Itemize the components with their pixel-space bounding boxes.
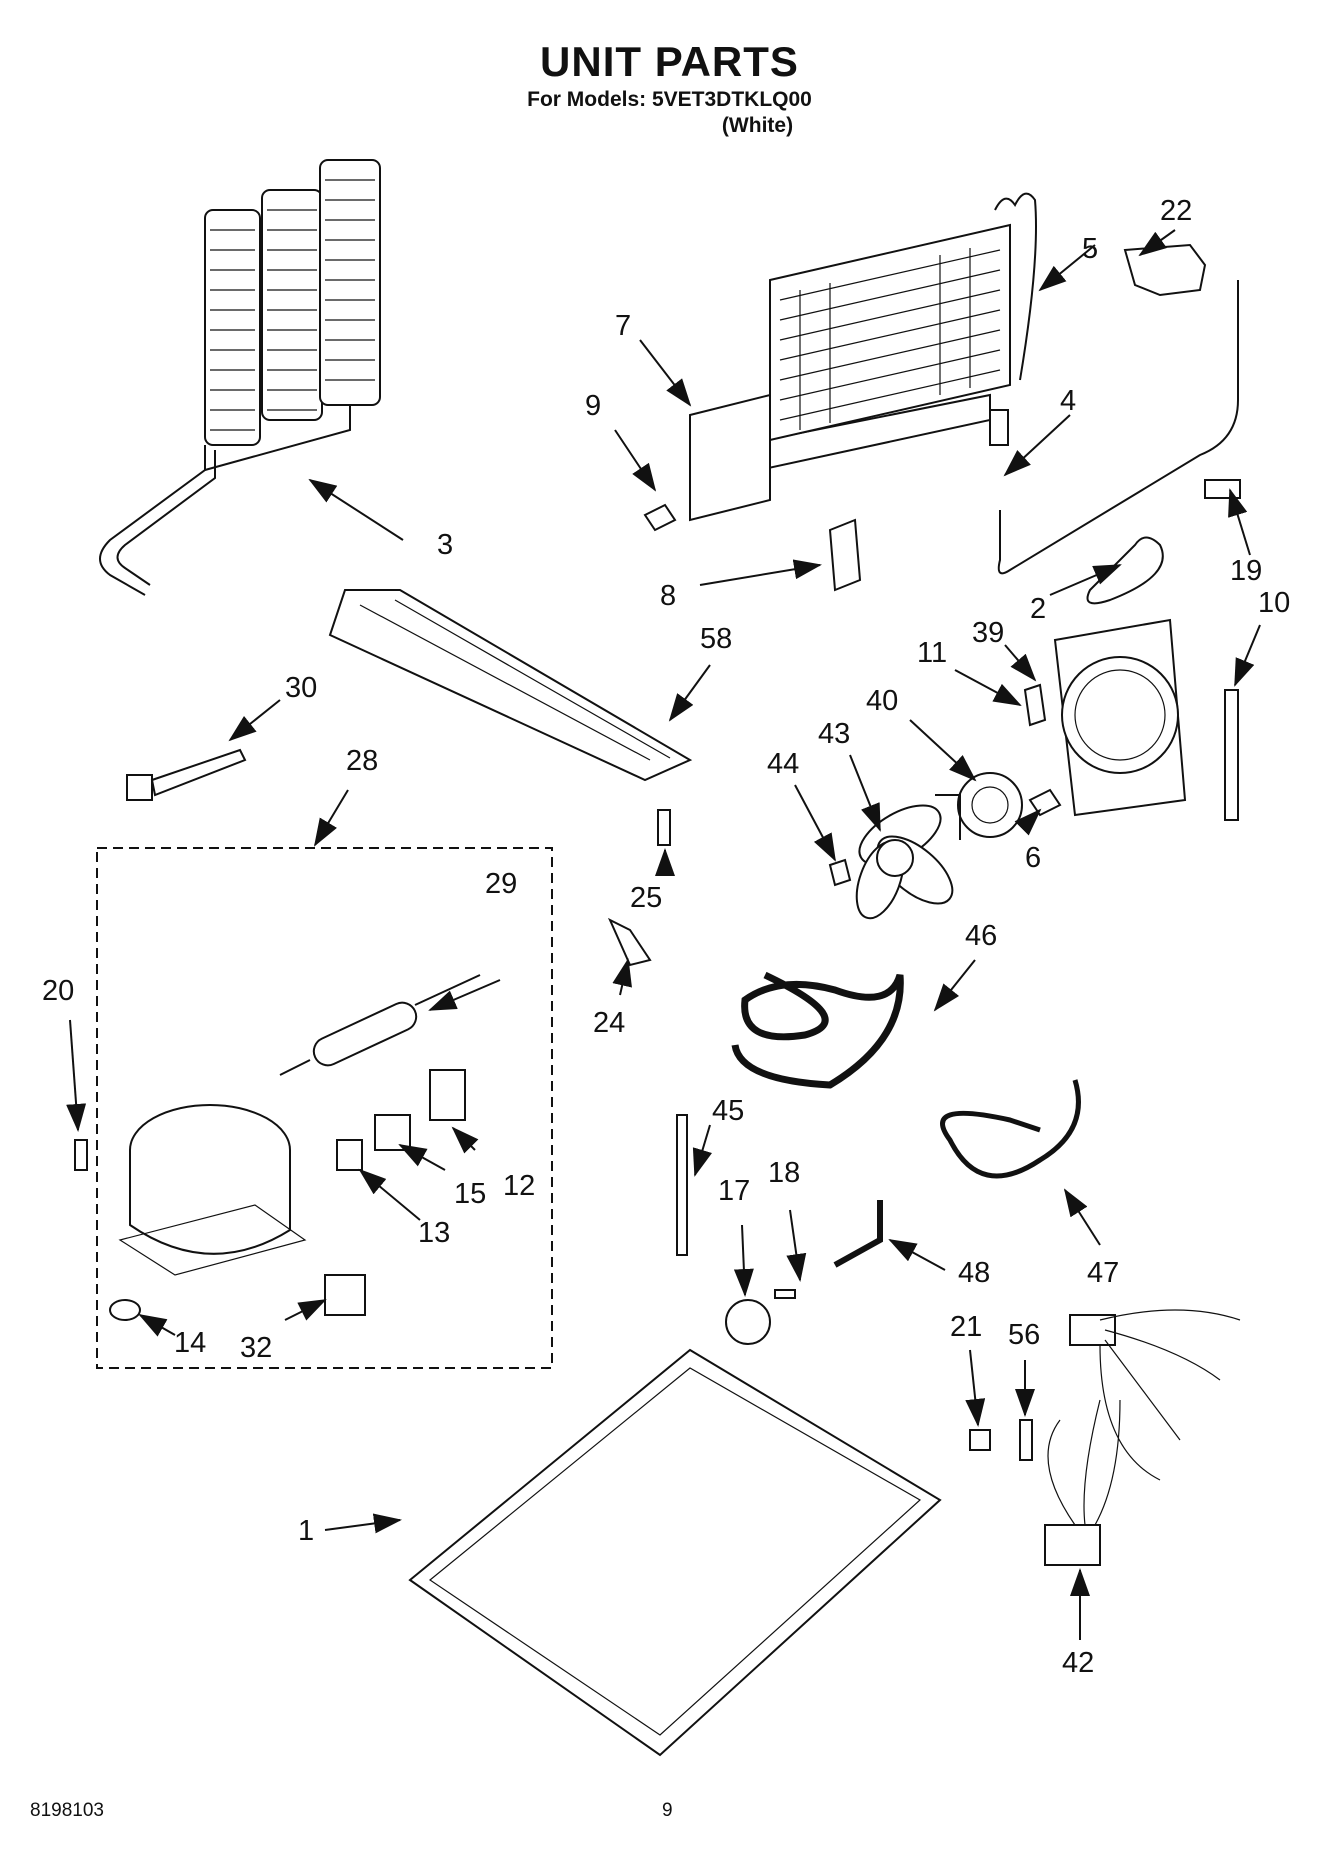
callout-47: 47 — [1087, 1257, 1119, 1289]
gasket-strip — [1224, 689, 1239, 821]
color-line: (White) — [721, 114, 794, 137]
callout-15: 15 — [454, 1178, 486, 1210]
overload-15 — [374, 1114, 411, 1151]
clip — [1204, 479, 1241, 499]
callout-28: 28 — [346, 745, 378, 777]
screw-20 — [74, 1139, 88, 1171]
callout-24: 24 — [593, 1007, 625, 1039]
callout-30: 30 — [285, 672, 317, 704]
fan-blade — [855, 804, 954, 920]
grommet — [109, 1299, 141, 1321]
callout-4: 4 — [1060, 385, 1076, 417]
callout-10: 10 — [1258, 587, 1290, 619]
evaporator-assembly — [689, 192, 1037, 522]
models-line: For Models: 5VET3DTKLQ00 — [527, 88, 812, 111]
shaft — [676, 1114, 688, 1256]
callout-9: 9 — [585, 390, 601, 422]
callout-13: 13 — [418, 1217, 450, 1249]
cap-tube — [940, 1079, 1081, 1179]
callout-22: 22 — [1160, 195, 1192, 227]
callout-19: 19 — [1230, 555, 1262, 587]
screw-6 — [1028, 788, 1062, 817]
callout-18: 18 — [768, 1157, 800, 1189]
callout-42: 42 — [1062, 1647, 1094, 1679]
callout-39: 39 — [972, 617, 1004, 649]
screw-11 — [1023, 683, 1047, 727]
callout-40: 40 — [866, 685, 898, 717]
clip-24 — [607, 917, 652, 967]
callout-43: 43 — [818, 718, 850, 750]
callout-46: 46 — [965, 920, 997, 952]
drain-cap — [1123, 243, 1207, 297]
base-plate — [408, 1348, 942, 1757]
document-number: 8198103 — [30, 1800, 104, 1821]
callout-12: 12 — [503, 1170, 535, 1202]
drain-tube — [731, 971, 904, 1089]
page-title: UNIT PARTS — [540, 38, 799, 85]
tie-strap — [126, 748, 247, 801]
roller — [725, 1299, 771, 1345]
thermostat-wire — [997, 280, 1239, 575]
terminal-13 — [336, 1139, 363, 1171]
callout-21: 21 — [950, 1311, 982, 1343]
callout-25: 25 — [630, 882, 662, 914]
roller-pin — [774, 1289, 796, 1299]
compressor — [118, 1104, 307, 1276]
bracket — [828, 518, 862, 592]
nut — [969, 1429, 991, 1451]
callout-29: 29 — [485, 868, 517, 900]
callout-3: 3 — [437, 529, 453, 561]
callout-14: 14 — [174, 1327, 206, 1359]
callout-11: 11 — [917, 637, 947, 669]
wire-harness — [1044, 1309, 1241, 1566]
callout-48: 48 — [958, 1257, 990, 1289]
clip-44 — [828, 858, 852, 887]
filter-drier — [279, 974, 481, 1076]
screw-9 — [643, 503, 677, 532]
callout-7: 7 — [615, 310, 631, 342]
callout-8: 8 — [660, 580, 676, 612]
callout-20: 20 — [42, 975, 74, 1007]
callout-17: 17 — [718, 1175, 750, 1207]
callout-5: 5 — [1082, 233, 1098, 265]
callout-32: 32 — [240, 1332, 272, 1364]
callout-58: 58 — [700, 623, 732, 655]
compressor-kit-box — [96, 847, 553, 1369]
page-number: 9 — [662, 1800, 673, 1821]
thermostat-connector — [989, 409, 1009, 446]
callout-44: 44 — [767, 748, 799, 780]
callout-1: 1 — [298, 1515, 314, 1547]
callout-56: 56 — [1008, 1319, 1040, 1351]
condenser-coil — [99, 159, 381, 596]
fan-motor — [935, 772, 1023, 840]
screw-25 — [657, 809, 671, 846]
callout-6: 6 — [1025, 842, 1041, 874]
fan-shroud — [1053, 618, 1187, 817]
capacitor — [324, 1274, 366, 1316]
tube-48 — [833, 1200, 883, 1268]
callout-45: 45 — [712, 1095, 744, 1127]
screw-56 — [1019, 1419, 1033, 1461]
relay-12 — [429, 1069, 466, 1121]
callout-2: 2 — [1030, 593, 1046, 625]
harness-connector — [1086, 536, 1164, 605]
